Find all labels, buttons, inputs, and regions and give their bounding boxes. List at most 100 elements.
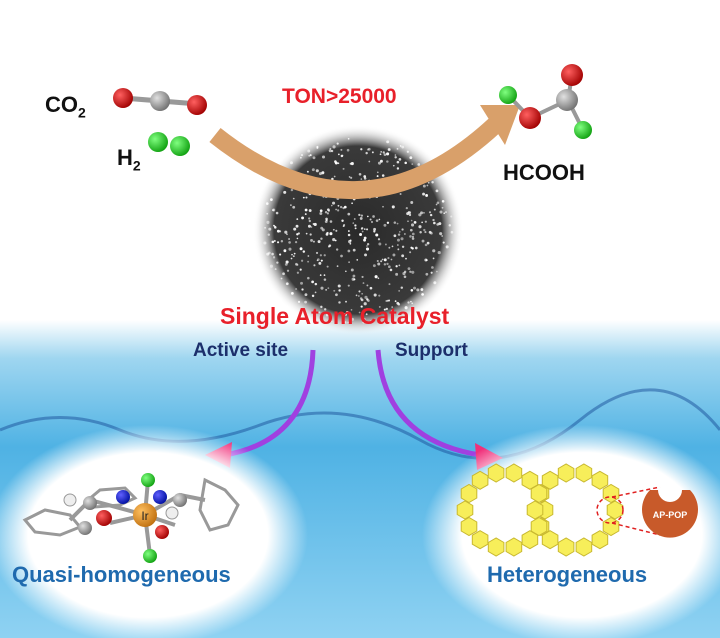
atom-dot [310,226,313,228]
atom-dot [394,154,397,156]
atom-dot [277,241,280,244]
heterogeneous-label: Heterogeneous [487,562,648,587]
atom-dot [410,289,414,292]
atom-dot [351,317,354,321]
zoom-lines [611,486,661,536]
atom-dot [326,212,329,215]
atom-dot [411,270,415,274]
atom-dot [364,253,368,257]
atom-dot [397,233,401,236]
atom-dot [389,268,393,272]
atom-dot [275,211,279,215]
atom-dot [283,190,287,194]
atom-dot [379,159,383,163]
atom-dot [305,196,308,199]
atom-dot [427,181,430,184]
atom-dot [432,249,436,253]
atom-dot [366,284,369,287]
atom-dot [413,286,417,290]
atom-dot [361,230,364,233]
atom-dot [383,258,387,262]
atom-dot [391,205,395,209]
atom-dot [348,176,351,178]
atom-dot [450,230,454,234]
atom-dot [327,287,330,290]
atom-dot [314,282,318,286]
atom-dot [373,293,377,297]
atom-dot [350,162,354,166]
atom-dot [327,245,331,248]
atom-dot [421,239,425,243]
atom-dot [286,233,288,236]
atom-dot [296,271,300,274]
atom-dot [439,210,443,214]
atom-dot [341,219,344,222]
atom-dot [295,288,297,290]
atom-dot [411,223,415,227]
atom-dot [365,151,368,155]
atom-dot [296,218,299,221]
atom-dot [409,270,412,273]
atom-dot [378,242,382,246]
atom-dot [318,311,321,314]
hexagon [526,500,544,520]
atom-dot [292,197,295,200]
atom-dot [304,213,307,216]
atom-dot [394,156,397,159]
atom-dot [386,140,390,144]
atom-dot [359,233,361,236]
atom-dot [373,227,377,231]
atom-dot [396,301,400,305]
atom-dot [441,200,445,203]
atom-dot [386,262,389,266]
atom-dot [363,238,366,242]
atom-dot [436,270,438,273]
atom-dot [445,245,449,249]
atom-dot [409,235,412,238]
h2-label: H2 [117,145,141,174]
atom-dot [410,246,413,249]
atom-dot [365,247,370,251]
atom-dot [416,288,420,292]
atom-dot [346,148,350,152]
atom-dot [432,218,435,222]
atom-dot [436,223,440,226]
atom-dot [386,221,390,224]
atom-dot [426,241,430,245]
atom-dot [317,258,320,261]
atom-dot [435,189,439,193]
atom-dot [290,291,294,295]
atom-dot [373,230,376,233]
atom-dot [424,231,427,234]
atom-dot [403,233,406,235]
atom-dot [291,253,293,256]
atom-dot [379,153,382,156]
atom-dot [302,250,306,253]
atom-dot [269,198,273,202]
atom-dot [392,164,395,167]
atom-dot [361,275,364,279]
atom-dot [441,235,444,237]
atom-dot [412,235,414,238]
atom-dot [380,151,382,153]
atom-dot [418,225,422,229]
hexagon [602,483,620,504]
atom-dot [329,147,332,150]
atom-dot [355,294,358,297]
atom-dot [405,206,408,210]
atom-dot [347,233,351,237]
atom-dot [396,238,400,242]
atom-dot [410,201,414,204]
ir-atom [133,503,157,527]
h2-molecule [148,132,190,156]
atom-dot [316,145,319,149]
atom-dot [403,270,407,274]
atom-dot [312,240,315,243]
atom-dot [337,209,340,212]
atom-dot [439,232,443,236]
atom-dot [409,156,413,160]
single-atom-dots [263,137,454,324]
atom-dot [309,233,312,236]
atom-dot [436,201,440,205]
hexagon [460,516,478,537]
